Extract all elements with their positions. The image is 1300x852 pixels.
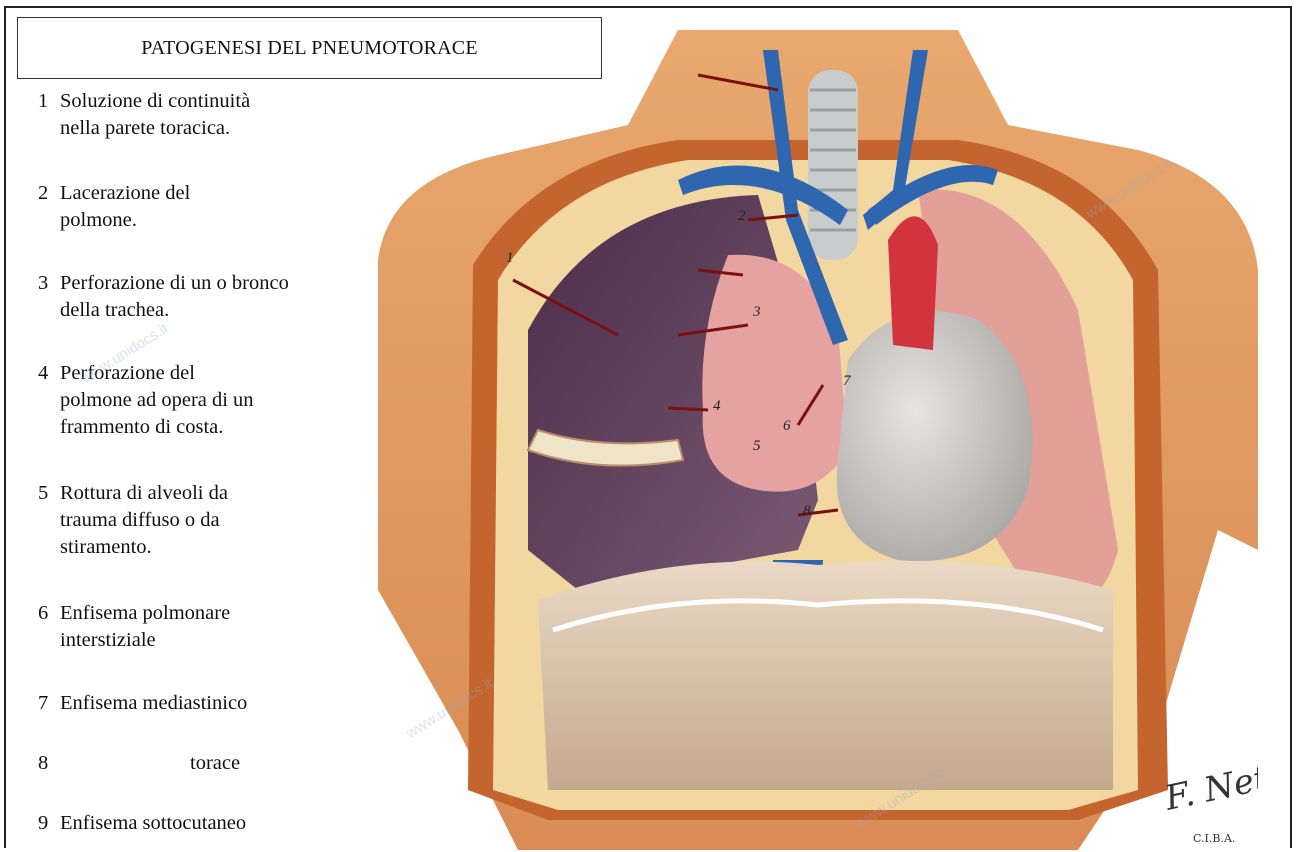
- legend-number: 3: [38, 270, 60, 297]
- legend-number: 2: [38, 180, 60, 207]
- legend-number: 6: [38, 600, 60, 627]
- legend-line: Enfisema sottocutaneo: [60, 812, 246, 834]
- legend-line: Soluzione di continuità: [60, 90, 250, 112]
- callout-3: 3: [752, 304, 761, 320]
- thorax-anatomy-illustration: 1 2 3 4 5 6 7 8 F. Netter C.I.B.A.: [378, 30, 1258, 850]
- legend-number: 5: [38, 480, 60, 507]
- legend-line: torace: [60, 752, 240, 774]
- artist-signature: F. Netter C.I.B.A.: [1161, 747, 1258, 845]
- legend-line: Perforazione di un o bronco: [60, 272, 289, 294]
- legend-number: 8: [38, 750, 60, 777]
- svg-text:F. Netter: F. Netter: [1161, 747, 1258, 819]
- callout-1: 1: [506, 250, 514, 266]
- callout-2: 2: [738, 208, 746, 224]
- legend-line: Enfisema mediastinico: [60, 692, 247, 714]
- legend-line: Rottura di alveoli da: [60, 482, 228, 504]
- legend-number: 7: [38, 690, 60, 717]
- callout-6: 6: [783, 418, 791, 434]
- legend-line: nella parete toracica.: [38, 115, 250, 142]
- legend-number: 4: [38, 360, 60, 387]
- svg-text:C.I.B.A.: C.I.B.A.: [1193, 832, 1235, 845]
- legend-number: 9: [38, 810, 60, 837]
- legend-number: 1: [38, 88, 60, 115]
- diaphragm: [538, 561, 1113, 790]
- legend-line: della trachea.: [38, 297, 289, 324]
- legend-line: trauma diffuso o da: [38, 507, 228, 534]
- legend-line: interstiziale: [38, 627, 230, 654]
- heart: [837, 311, 1033, 561]
- callout-5: 5: [753, 438, 761, 454]
- callout-4: 4: [713, 398, 721, 414]
- legend-line: stiramento.: [38, 534, 228, 561]
- legend-line: Enfisema polmonare: [60, 602, 230, 624]
- callout-8: 8: [803, 503, 811, 519]
- legend-line: Lacerazione del: [60, 182, 190, 204]
- aorta: [888, 216, 938, 350]
- legend-line: polmone.: [38, 207, 190, 234]
- legend-line: frammento di costa.: [38, 414, 254, 441]
- legend-line: polmone ad opera di un: [38, 387, 254, 414]
